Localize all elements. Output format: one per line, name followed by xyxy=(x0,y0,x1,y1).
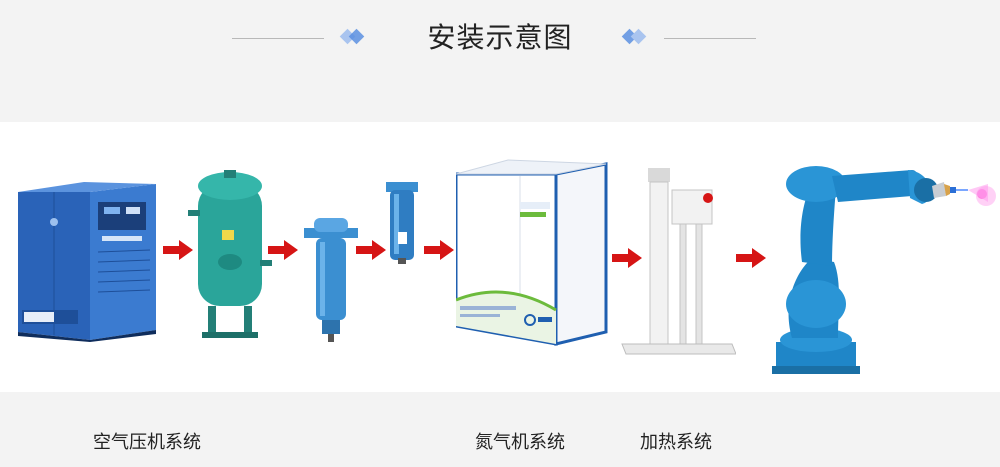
section-header: 安装示意图 xyxy=(0,0,1000,120)
header-line-left xyxy=(232,38,324,39)
arrow-right-icon xyxy=(736,248,766,268)
header-line-right xyxy=(664,38,756,39)
arrow-right-icon xyxy=(163,240,193,260)
arrow-right-icon xyxy=(268,240,298,260)
heating-system-image xyxy=(621,168,736,355)
industrial-robot-image xyxy=(772,166,996,374)
nitrogen-generator-image xyxy=(456,159,608,346)
arrow-right-icon xyxy=(356,240,386,260)
air-tank-image xyxy=(188,170,272,338)
page-title: 安装示意图 xyxy=(427,21,573,54)
system-labels: 空气压机系统 氮气机系统 加热系统 xyxy=(0,392,1000,467)
arrow-right-icon xyxy=(424,240,454,260)
separator-filter-image xyxy=(304,218,358,342)
installation-diagram xyxy=(0,122,1000,392)
diamond-icon xyxy=(621,27,648,47)
air-compressor-image xyxy=(18,182,156,342)
label-heating-system: 加热系统 xyxy=(640,432,712,453)
precision-filter-image xyxy=(386,182,418,264)
label-air-compressor-system: 空气压机系统 xyxy=(93,432,201,453)
label-nitrogen-system: 氮气机系统 xyxy=(475,432,565,453)
arrow-right-icon xyxy=(612,248,642,268)
